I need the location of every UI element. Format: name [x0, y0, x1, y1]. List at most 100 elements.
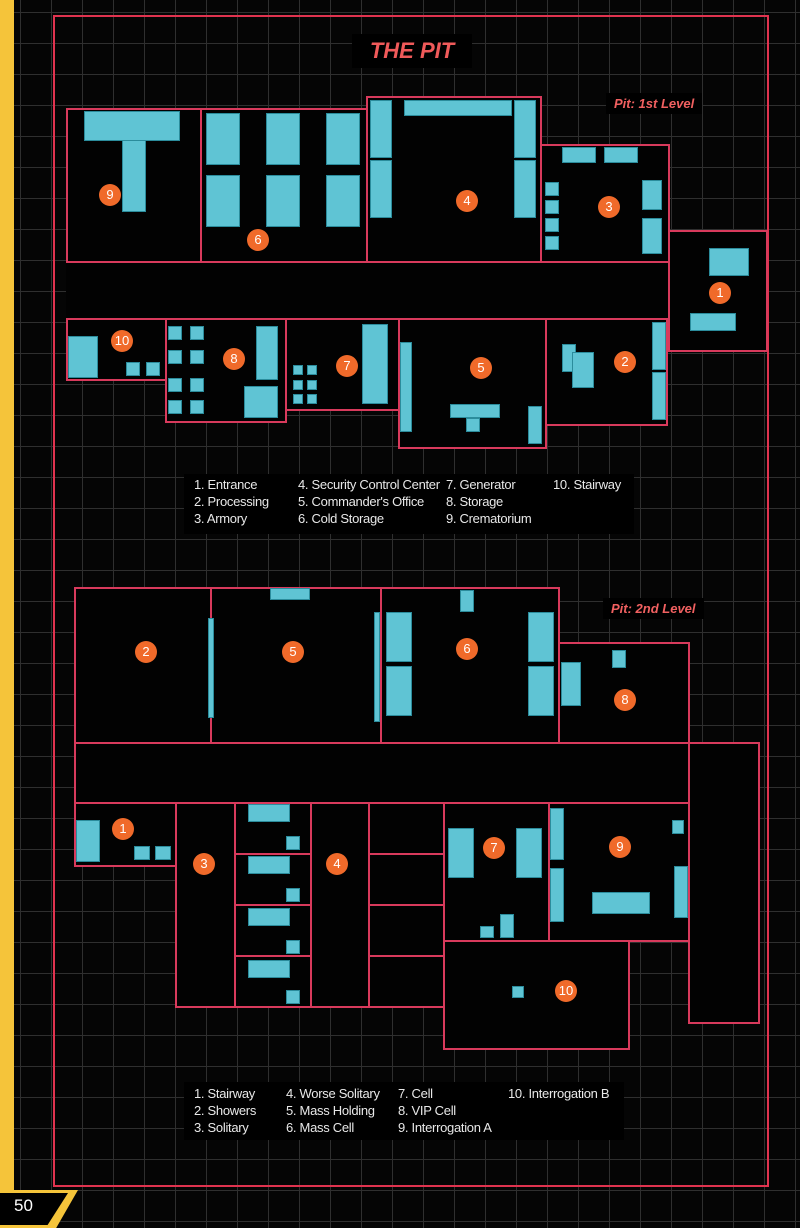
furniture-icon	[480, 926, 494, 938]
furniture-icon	[562, 147, 596, 163]
page-edge-strip	[0, 0, 14, 1228]
furniture-icon	[168, 400, 182, 414]
l2-east-wing	[688, 742, 760, 1024]
furniture-icon	[248, 908, 290, 926]
furniture-icon	[206, 113, 240, 165]
furniture-icon	[450, 404, 500, 418]
legend-item: 7. Cell	[398, 1086, 433, 1101]
furniture-icon	[307, 394, 317, 404]
furniture-icon	[286, 940, 300, 954]
legend-item: 5. Mass Holding	[286, 1103, 375, 1118]
level-2-legend: 1. Stairway 2. Showers 3. Solitary 4. Wo…	[184, 1082, 624, 1140]
furniture-icon	[561, 662, 581, 706]
furniture-icon	[460, 590, 474, 612]
legend-item: 8. VIP Cell	[398, 1103, 456, 1118]
furniture-icon	[516, 828, 542, 878]
legend-item: 6. Cold Storage	[298, 511, 384, 526]
furniture-icon	[404, 100, 512, 116]
marker-3: 3	[598, 196, 620, 218]
furniture-icon	[190, 326, 204, 340]
furniture-icon	[248, 960, 290, 978]
furniture-icon	[270, 588, 310, 600]
l2-room-interrogation-a	[548, 802, 690, 942]
legend-item: 4. Worse Solitary	[286, 1086, 380, 1101]
page-number: 50	[14, 1196, 33, 1215]
l2-worse-cell	[368, 904, 445, 957]
marker-4: 4	[326, 853, 348, 875]
marker-2: 2	[135, 641, 157, 663]
furniture-icon	[672, 820, 684, 834]
furniture-icon	[168, 378, 182, 392]
furniture-icon	[528, 666, 554, 716]
furniture-icon	[76, 820, 100, 862]
legend-item: 2. Showers	[194, 1103, 257, 1118]
furniture-icon	[248, 856, 290, 874]
furniture-icon	[448, 828, 474, 878]
furniture-icon	[674, 866, 688, 918]
furniture-icon	[466, 418, 480, 432]
l2-room-mass-holding	[210, 587, 382, 744]
furniture-icon	[528, 612, 554, 662]
furniture-icon	[293, 365, 303, 375]
marker-2: 2	[614, 351, 636, 373]
legend-item: 1. Entrance	[194, 477, 258, 492]
furniture-icon	[126, 362, 140, 376]
level-2-label: Pit: 2nd Level	[603, 598, 704, 619]
furniture-icon	[326, 113, 360, 165]
marker-6: 6	[247, 229, 269, 251]
furniture-icon	[386, 666, 412, 716]
furniture-icon	[190, 350, 204, 364]
l1-room-processing	[545, 318, 668, 426]
furniture-icon	[362, 324, 388, 404]
legend-item: 10. Stairway	[553, 477, 621, 492]
furniture-icon	[370, 160, 392, 218]
marker-3: 3	[193, 853, 215, 875]
furniture-icon	[652, 322, 666, 370]
furniture-icon	[400, 342, 412, 432]
marker-6: 6	[456, 638, 478, 660]
marker-1: 1	[709, 282, 731, 304]
legend-item: 8. Storage	[446, 494, 503, 509]
legend-item: 7. Generator	[446, 477, 516, 492]
furniture-icon	[155, 846, 171, 860]
legend-item: 9. Interrogation A	[398, 1120, 492, 1135]
furniture-icon	[286, 836, 300, 850]
furniture-icon	[206, 175, 240, 227]
l2-room-solitary	[175, 802, 236, 1008]
furniture-icon	[528, 406, 542, 444]
furniture-icon	[550, 808, 564, 860]
marker-5: 5	[470, 357, 492, 379]
furniture-icon	[545, 218, 559, 232]
furniture-icon	[134, 846, 150, 860]
furniture-icon	[168, 326, 182, 340]
marker-7: 7	[336, 355, 358, 377]
l2-room-showers	[74, 587, 212, 744]
furniture-icon	[293, 380, 303, 390]
marker-4: 4	[456, 190, 478, 212]
level-1-label: Pit: 1st Level	[606, 93, 703, 114]
furniture-icon	[293, 394, 303, 404]
furniture-icon	[709, 248, 749, 276]
furniture-icon	[122, 140, 146, 212]
furniture-icon	[512, 986, 524, 998]
furniture-icon	[592, 892, 650, 914]
furniture-icon	[307, 365, 317, 375]
legend-item: 6. Mass Cell	[286, 1120, 354, 1135]
legend-item: 9. Crematorium	[446, 511, 532, 526]
furniture-icon	[266, 113, 300, 165]
legend-item: 3. Solitary	[194, 1120, 249, 1135]
furniture-icon	[690, 313, 736, 331]
l1-corridor	[66, 262, 668, 318]
legend-item: 5. Commander's Office	[298, 494, 424, 509]
furniture-icon	[190, 400, 204, 414]
furniture-icon	[514, 160, 536, 218]
furniture-icon	[642, 180, 662, 210]
furniture-icon	[545, 200, 559, 214]
furniture-icon	[84, 111, 180, 141]
furniture-icon	[514, 100, 536, 158]
marker-5: 5	[282, 641, 304, 663]
marker-9: 9	[99, 184, 121, 206]
furniture-icon	[248, 804, 290, 822]
furniture-icon	[370, 100, 392, 158]
marker-8: 8	[223, 348, 245, 370]
